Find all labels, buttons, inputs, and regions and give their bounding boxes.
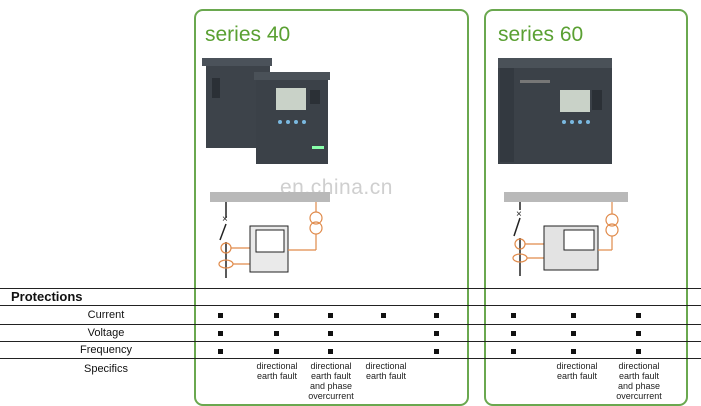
check-mark (328, 331, 333, 336)
table-rule (0, 358, 701, 359)
check-mark (511, 313, 516, 318)
row-label-current: Current (87, 309, 125, 321)
spec-line: directional (256, 361, 298, 371)
check-mark (328, 349, 333, 354)
series-60-title: series 60 (498, 23, 584, 46)
check-mark (218, 349, 223, 354)
specific-col7: directional earth fault (545, 361, 609, 381)
check-mark (434, 331, 439, 336)
series-40-wiring-diagram: × (210, 190, 340, 280)
check-mark (571, 313, 576, 318)
row-label-specifics: Specifics (83, 363, 129, 375)
spec-line: earth fault (256, 371, 298, 381)
check-mark (274, 313, 279, 318)
specific-col2: directional earth fault (245, 361, 309, 381)
spec-line: directional (556, 361, 598, 371)
spec-line: and phase (309, 381, 353, 391)
table-rule (0, 305, 701, 306)
check-mark (511, 331, 516, 336)
spec-line: directional (310, 361, 352, 371)
spec-line: earth fault (556, 371, 598, 381)
specific-col4: directional earth fault (354, 361, 418, 381)
table-rule (0, 341, 701, 342)
svg-text:×: × (516, 209, 522, 220)
check-mark (218, 313, 223, 318)
series-40-device-image (202, 56, 334, 168)
check-mark (511, 349, 516, 354)
specific-col8: directional earth fault and phase overcu… (607, 361, 671, 401)
spec-line: earth fault (310, 371, 352, 381)
row-label-voltage: Voltage (87, 327, 125, 339)
check-mark (218, 331, 223, 336)
spec-line: overcurrent (308, 391, 354, 401)
spec-line: overcurrent (616, 391, 662, 401)
check-mark (571, 349, 576, 354)
check-mark (571, 331, 576, 336)
check-mark (274, 349, 279, 354)
series-60-device-image (498, 56, 616, 166)
spec-line: and phase (617, 381, 661, 391)
check-mark (434, 349, 439, 354)
spec-line: earth fault (618, 371, 660, 381)
svg-text:×: × (222, 214, 228, 225)
protections-heading: Protections (11, 289, 83, 304)
spec-line: directional (618, 361, 660, 371)
table-rule (0, 324, 701, 325)
check-mark (434, 313, 439, 318)
spec-line: earth fault (365, 371, 407, 381)
series-60-wiring-diagram: × (504, 190, 634, 280)
check-mark (636, 349, 641, 354)
series-40-title: series 40 (205, 23, 291, 46)
spec-line: directional (365, 361, 407, 371)
check-mark (636, 313, 641, 318)
check-mark (328, 313, 333, 318)
table-top-rule (0, 288, 701, 289)
check-mark (274, 331, 279, 336)
check-mark (636, 331, 641, 336)
row-label-frequency: Frequency (80, 344, 132, 356)
specific-col3: directional earth fault and phase overcu… (299, 361, 363, 401)
check-mark (381, 313, 386, 318)
